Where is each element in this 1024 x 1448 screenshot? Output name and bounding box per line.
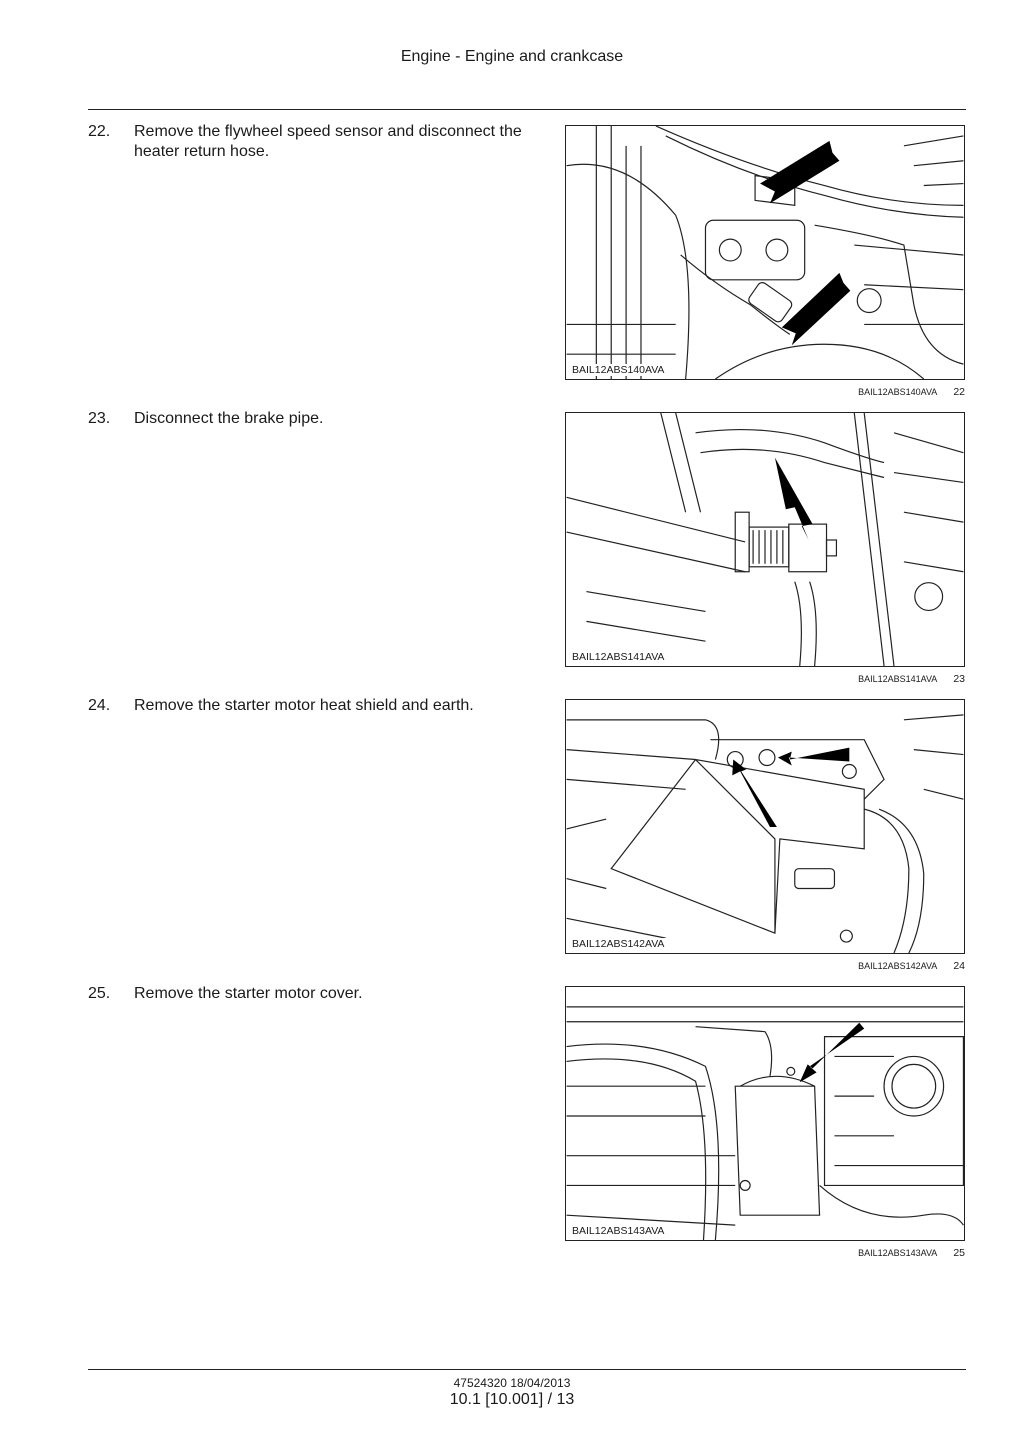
step-instruction: Remove the starter motor heat shield and… <box>134 697 474 714</box>
page-header-title: Engine - Engine and crankcase <box>400 48 624 65</box>
step-instruction: Remove the starter motor cover. <box>134 985 363 1002</box>
figure-code-label: BAIL12ABS143AVA <box>570 1225 667 1237</box>
footer-divider <box>88 1369 966 1370</box>
caption-number: 22 <box>953 386 965 398</box>
caption-code: BAIL12ABS143AVA <box>858 1248 938 1258</box>
heat-shield-illustration <box>566 714 964 953</box>
figure-code-label: BAIL12ABS141AVA <box>570 651 667 663</box>
header-divider <box>88 109 966 110</box>
flywheel-sensor-illustration <box>566 126 964 379</box>
step-instruction: Remove the flywheel speed sensor and dis… <box>134 123 522 160</box>
figure-caption: BAIL12ABS143AVA 25 <box>565 1247 965 1259</box>
step-number: 22. <box>88 123 111 140</box>
caption-number: 24 <box>953 960 965 972</box>
caption-code: BAIL12ABS142AVA <box>858 961 938 971</box>
figure-caption: BAIL12ABS142AVA 24 <box>565 960 965 972</box>
figure-caption: BAIL12ABS140AVA 22 <box>565 386 965 398</box>
figure-flywheel-sensor: BAIL12ABS140AVA <box>565 125 965 380</box>
caption-number: 23 <box>953 673 965 685</box>
figure-caption: BAIL12ABS141AVA 23 <box>565 673 965 685</box>
starter-cover-illustration <box>566 1006 964 1240</box>
figure-code-label: BAIL12ABS140AVA <box>570 364 667 376</box>
step-instruction: Disconnect the brake pipe. <box>134 410 324 427</box>
figure-brake-pipe: BAIL12ABS141AVA <box>565 412 965 667</box>
step-number: 24. <box>88 697 111 714</box>
figure-starter-cover: BAIL12ABS143AVA <box>565 986 965 1241</box>
step-number: 23. <box>88 410 111 427</box>
figure-code-label: BAIL12ABS142AVA <box>570 938 667 950</box>
step-number: 25. <box>88 985 111 1002</box>
caption-code: BAIL12ABS140AVA <box>858 387 938 397</box>
footer-document-reference: 47524320 18/04/2013 <box>453 1376 571 1390</box>
caption-code: BAIL12ABS141AVA <box>858 674 938 684</box>
footer-page-reference: 10.1 [10.001] / 13 <box>449 1391 575 1408</box>
caption-number: 25 <box>953 1247 965 1259</box>
brake-pipe-illustration <box>566 413 964 666</box>
figure-heat-shield: BAIL12ABS142AVA <box>565 699 965 954</box>
